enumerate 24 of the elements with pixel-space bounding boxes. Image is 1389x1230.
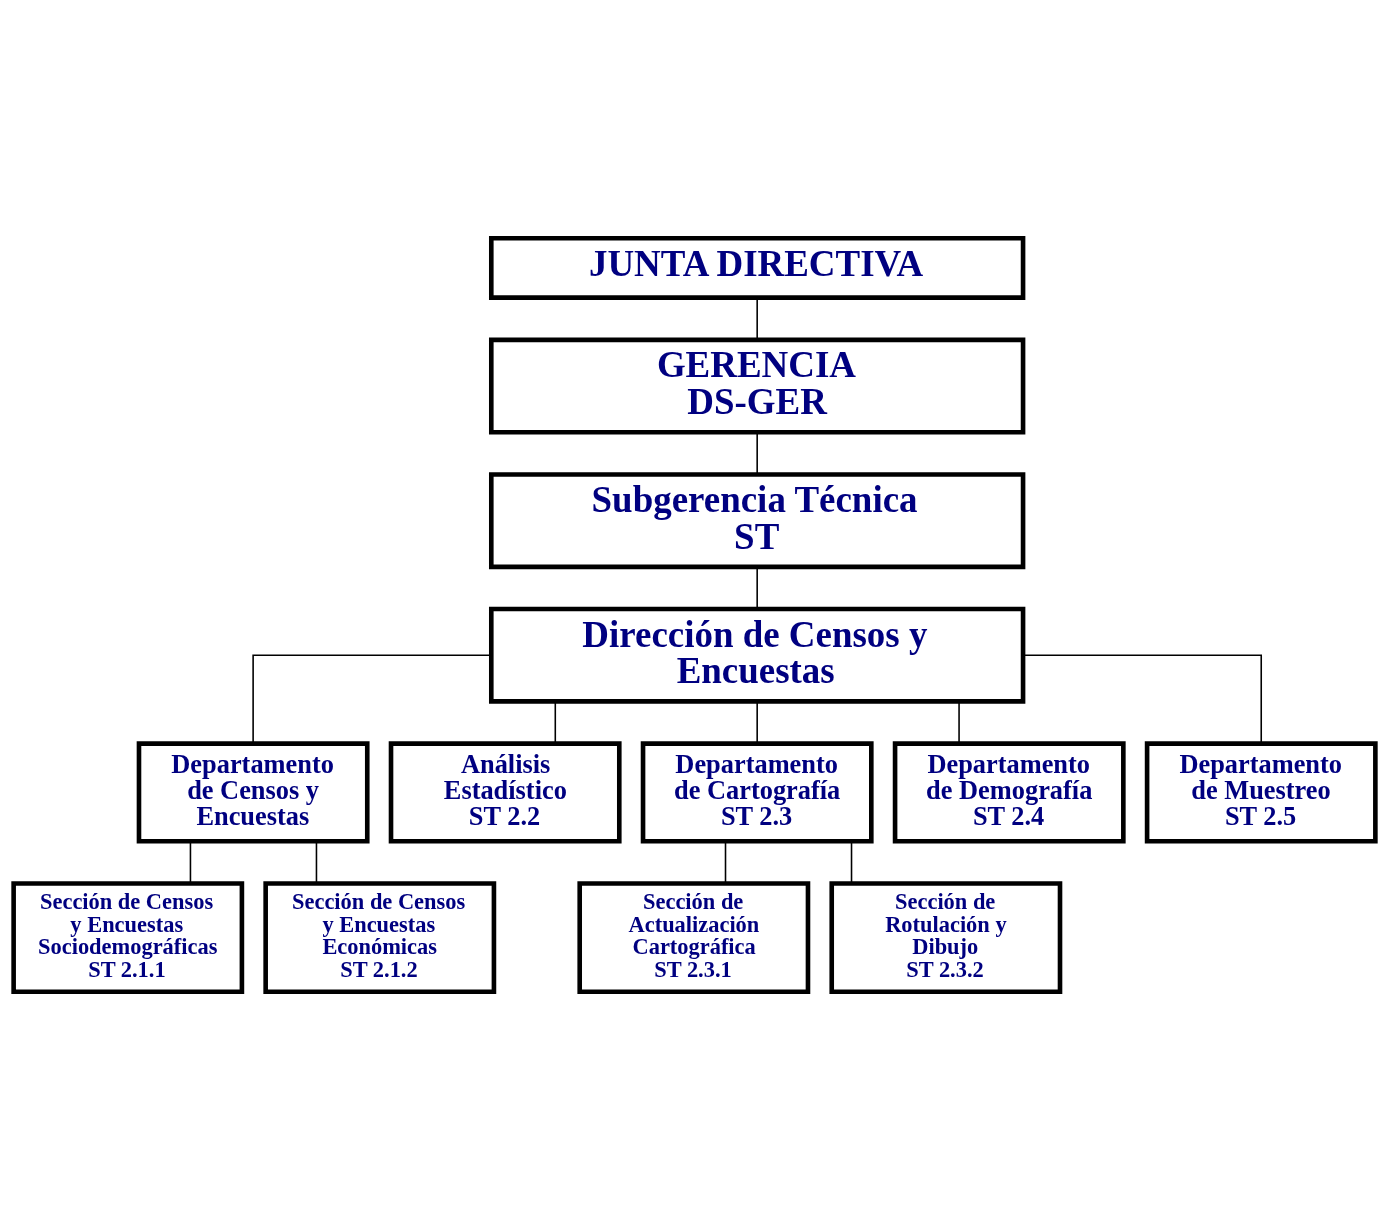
node-box: Subgerencia Técnica ST (489, 472, 1026, 570)
connector (252, 654, 492, 745)
node-box: Departamento de Muestreo ST 2.5 (1144, 741, 1378, 844)
node-box: Sección de Censos y Encuestas Sociodemográficas ST 2.1.1 (11, 881, 245, 995)
node-box: Departamento de Censos y Encuestas (136, 741, 370, 844)
node-box: Sección de Rotulación y Dibujo ST 2.3.2 (829, 881, 1063, 995)
connector (850, 840, 853, 884)
node-box: Dirección de Censos y Encuestas (489, 606, 1026, 704)
connector (756, 431, 758, 476)
connector (189, 840, 192, 884)
connector (315, 840, 318, 884)
node-box: Análisis Estadístico ST 2.2 (388, 741, 622, 844)
node-box: Sección de Actualización Cartográfica ST 2.3.1 (577, 881, 811, 995)
connector (1022, 654, 1262, 745)
connector (756, 566, 758, 610)
connector (724, 840, 727, 884)
node-box: GERENCIA DS-GER (489, 337, 1026, 435)
node-box: JUNTA DIRECTIVA (489, 235, 1026, 300)
connector (958, 700, 960, 745)
node-box: Departamento de Demografía ST 2.4 (892, 741, 1126, 844)
node-box: Departamento de Cartografía ST 2.3 (640, 741, 874, 844)
connector (554, 700, 557, 745)
connector (756, 700, 758, 745)
node-box: Sección de Censos y Encuestas Económicas ST 2.1.2 (263, 881, 497, 995)
